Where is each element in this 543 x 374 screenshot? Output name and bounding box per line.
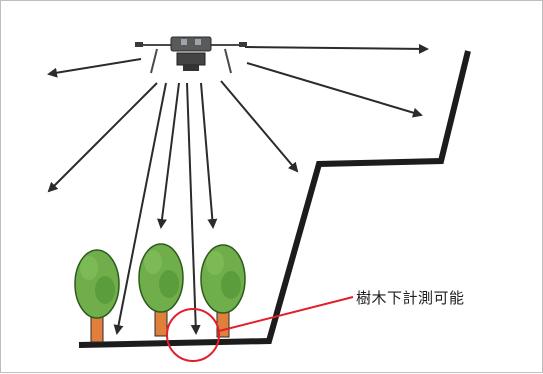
callout-circle [166, 308, 220, 362]
arrow [113, 82, 167, 335]
arrow [157, 82, 180, 229]
terrain-profile [78, 50, 471, 348]
callout-label: 樹木下計測可能 [356, 289, 465, 307]
arrow [244, 43, 429, 54]
arrow [200, 82, 218, 229]
arrow [47, 58, 142, 78]
tree-icon [74, 249, 120, 343]
drone-icon [135, 36, 247, 74]
laser-arrows [47, 43, 429, 335]
arrow [246, 62, 423, 118]
arrow [47, 82, 158, 193]
callout-pointer [218, 296, 354, 332]
tree-icon [200, 244, 246, 338]
arrow [186, 82, 201, 335]
tree-icon [138, 243, 184, 337]
arrow [220, 80, 299, 173]
